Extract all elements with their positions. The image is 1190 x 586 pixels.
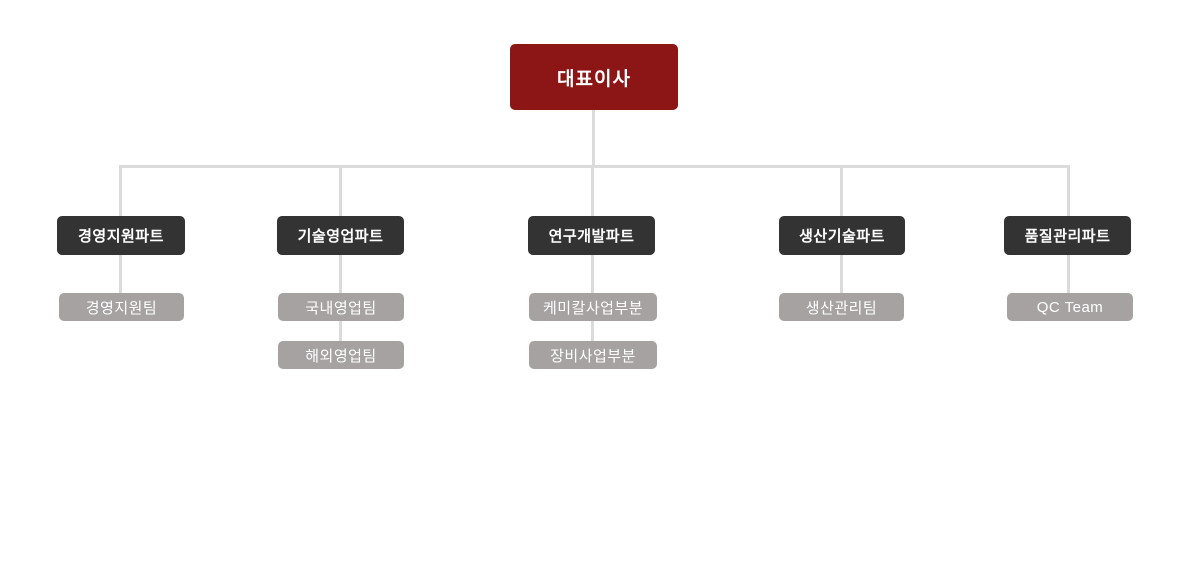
node-team-qc: QC Team [1007, 293, 1133, 321]
connector-drop-dept-5 [1067, 165, 1070, 216]
node-dept-quality-control: 품질관리파트 [1004, 216, 1131, 255]
node-team-equipment-business: 장비사업부분 [529, 341, 657, 369]
node-dept-rnd: 연구개발파트 [528, 216, 655, 255]
connector-dept1-team [119, 255, 122, 293]
connector-root-vertical [592, 110, 595, 165]
connector-dept2-team2 [339, 321, 342, 341]
node-team-management-support: 경영지원팀 [59, 293, 184, 321]
connector-drop-dept-4 [840, 165, 843, 216]
node-team-overseas-sales: 해외영업팀 [278, 341, 404, 369]
connector-drop-dept-1 [119, 165, 122, 216]
node-dept-management-support: 경영지원파트 [57, 216, 185, 255]
connector-drop-dept-2 [339, 165, 342, 216]
node-team-chemical-business: 케미칼사업부분 [529, 293, 657, 321]
node-team-production-management: 생산관리팀 [779, 293, 904, 321]
connector-drop-dept-3 [591, 165, 594, 216]
node-dept-production-tech: 생산기술파트 [779, 216, 905, 255]
connector-dept4-team [840, 255, 843, 293]
connector-dept3-team [591, 255, 594, 293]
connector-dept3-team2 [591, 321, 594, 341]
node-dept-technical-sales: 기술영업파트 [277, 216, 404, 255]
connector-dept5-team [1067, 255, 1070, 293]
connector-horizontal-spine [119, 165, 1070, 168]
connector-dept2-team [339, 255, 342, 293]
node-team-domestic-sales: 국내영업팀 [278, 293, 404, 321]
node-ceo: 대표이사 [510, 44, 678, 110]
